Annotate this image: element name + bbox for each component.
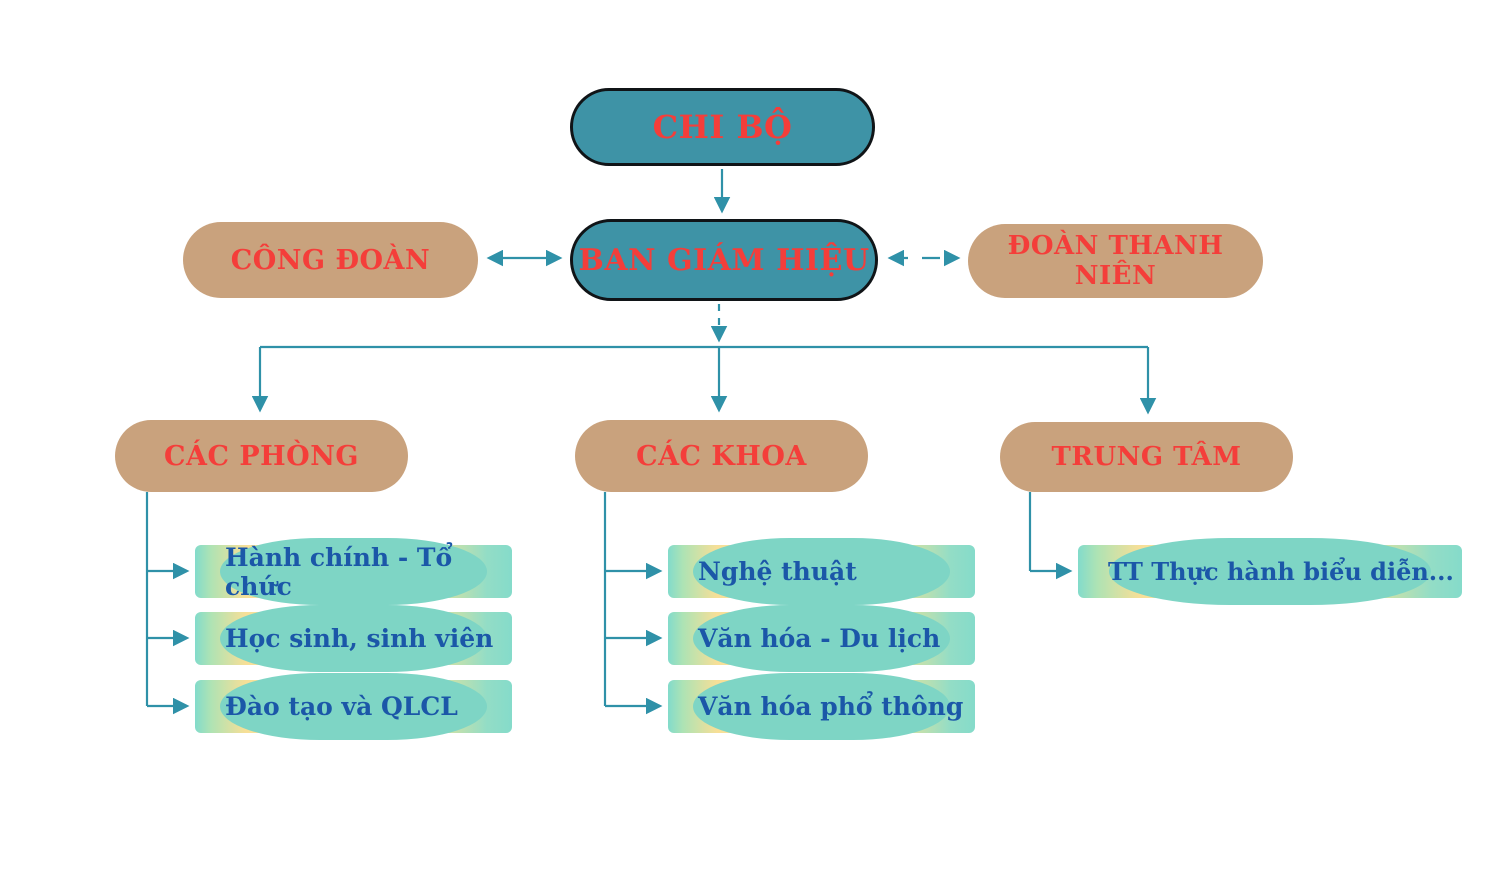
node-doan-thanh-nien: ĐOÀN THANH NIÊN	[968, 224, 1263, 298]
leaf-hanh-chinh-to-chuc: Hành chính - Tổ chức	[195, 538, 512, 605]
node-cac-phong: CÁC PHÒNG	[115, 420, 408, 492]
leaf-van-hoa-du-lich: Văn hóa - Du lịch	[668, 605, 975, 672]
node-chi-bo-label: CHI BỘ	[652, 108, 793, 146]
leaf-label: Hành chính - Tổ chức	[225, 542, 453, 601]
node-cong-doan-label: CÔNG ĐOÀN	[230, 244, 431, 276]
node-cong-doan: CÔNG ĐOÀN	[183, 222, 478, 298]
leaf-dao-tao-va-qlcl: Đào tạo và QLCL	[195, 673, 512, 740]
node-cac-phong-label: CÁC PHÒNG	[164, 440, 359, 472]
leaf-hoc-sinh-sinh-vien: Học sinh, sinh viên	[195, 605, 512, 672]
node-cac-khoa: CÁC KHOA	[575, 420, 868, 492]
leaf-label: Văn hóa phổ thông	[698, 692, 964, 721]
node-ban-giam-hieu: BAN GIÁM HIỆU	[570, 219, 878, 301]
leaf-label: Đào tạo và QLCL	[225, 692, 458, 721]
leaf-label: Học sinh, sinh viên	[225, 624, 494, 653]
node-trung-tam: TRUNG TÂM	[1000, 422, 1293, 492]
leaf-label: Nghệ thuật	[698, 557, 857, 586]
node-chi-bo: CHI BỘ	[570, 88, 875, 166]
node-cac-khoa-label: CÁC KHOA	[636, 440, 807, 472]
leaf-van-hoa-pho-thong: Văn hóa phổ thông	[668, 673, 975, 740]
leaf-tt-thuc-hanh-bieu-dien: TT Thực hành biểu diễn...	[1078, 538, 1462, 605]
leaf-label: TT Thực hành biểu diễn...	[1108, 557, 1454, 586]
node-doan-thanh-nien-label: ĐOÀN THANH NIÊN	[1007, 231, 1224, 291]
leaf-nghe-thuat: Nghệ thuật	[668, 538, 975, 605]
node-trung-tam-label: TRUNG TÂM	[1051, 442, 1242, 472]
leaf-label: Văn hóa - Du lịch	[698, 624, 941, 653]
node-ban-giam-hieu-label: BAN GIÁM HIỆU	[578, 242, 870, 278]
